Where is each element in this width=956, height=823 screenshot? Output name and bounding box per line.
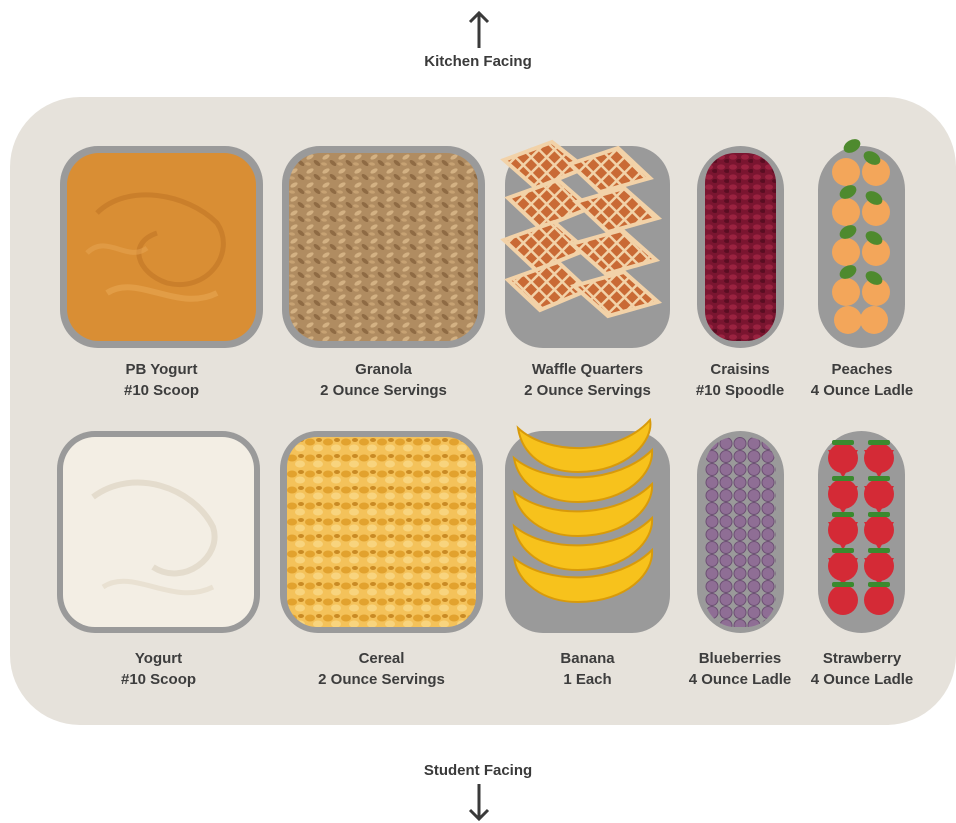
blueberries-food: [705, 437, 776, 627]
item-serving: #10 Spoodle: [680, 380, 800, 401]
cereal-food: [287, 437, 476, 627]
down-arrow-icon: [468, 782, 490, 822]
yogurt-caption: Yogurt #10 Scoop: [57, 648, 260, 690]
peaches-caption: Peaches 4 Ounce Ladle: [800, 359, 924, 401]
student-facing-label: Student Facing: [0, 762, 956, 779]
item-name: Granola: [282, 359, 485, 380]
item-name: Yogurt: [57, 648, 260, 669]
yogurt-food: [63, 437, 254, 627]
banana-food: [508, 410, 663, 615]
waffle-quarters-caption: Waffle Quarters 2 Ounce Servings: [505, 359, 670, 401]
pb-yogurt-caption: PB Yogurt #10 Scoop: [60, 359, 263, 401]
item-name: Strawberry: [800, 648, 924, 669]
blueberries-caption: Blueberries 4 Ounce Ladle: [672, 648, 808, 690]
item-name: Peaches: [800, 359, 924, 380]
kitchen-facing-label: Kitchen Facing: [0, 53, 956, 70]
item-serving: 4 Ounce Ladle: [800, 380, 924, 401]
up-arrow-icon: [468, 10, 490, 50]
granola-food: [289, 153, 478, 341]
item-name: Blueberries: [672, 648, 808, 669]
item-name: PB Yogurt: [60, 359, 263, 380]
item-serving: 4 Ounce Ladle: [800, 669, 924, 690]
item-name: Waffle Quarters: [505, 359, 670, 380]
item-serving: 1 Each: [505, 669, 670, 690]
peaches-food: [818, 132, 905, 348]
item-serving: 2 Ounce Servings: [282, 380, 485, 401]
cereal-caption: Cereal 2 Ounce Servings: [280, 648, 483, 690]
craisins-caption: Craisins #10 Spoodle: [680, 359, 800, 401]
strawberry-caption: Strawberry 4 Ounce Ladle: [800, 648, 924, 690]
item-name: Craisins: [680, 359, 800, 380]
strawberry-food: [818, 430, 905, 625]
granola-caption: Granola 2 Ounce Servings: [282, 359, 485, 401]
item-serving: #10 Scoop: [57, 669, 260, 690]
item-serving: 4 Ounce Ladle: [672, 669, 808, 690]
item-serving: 2 Ounce Servings: [280, 669, 483, 690]
item-name: Cereal: [280, 648, 483, 669]
waffle-quarters-food: [500, 140, 675, 345]
banana-caption: Banana 1 Each: [505, 648, 670, 690]
item-serving: 2 Ounce Servings: [505, 380, 670, 401]
item-serving: #10 Scoop: [60, 380, 263, 401]
pb-yogurt-food: [67, 153, 256, 341]
item-name: Banana: [505, 648, 670, 669]
craisins-food: [705, 153, 776, 341]
